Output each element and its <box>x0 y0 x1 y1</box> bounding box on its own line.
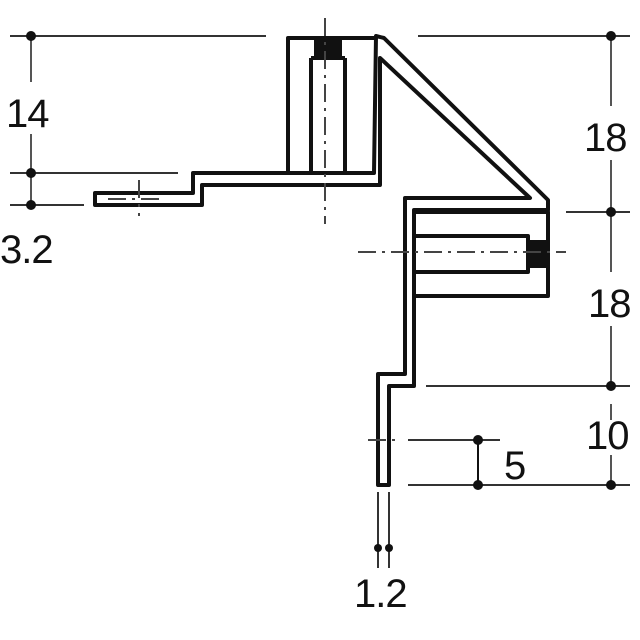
dimension-lines <box>30 36 612 485</box>
dimension-label-5: 5 <box>504 444 526 488</box>
dimension-label-3-2: 3.2 <box>0 228 54 272</box>
center-lines <box>108 18 566 441</box>
dimension-dots <box>26 31 616 552</box>
fastener-heads <box>314 38 546 268</box>
dimension-label-14: 14 <box>6 92 49 136</box>
dimension-label-1-2: 1.2 <box>354 572 408 616</box>
dimension-label-18-upper: 18 <box>584 116 627 160</box>
extension-lines <box>10 35 630 568</box>
dimension-label-10: 10 <box>586 414 629 458</box>
dimension-label-18-middle: 18 <box>588 282 631 326</box>
profile-outline <box>93 34 550 487</box>
